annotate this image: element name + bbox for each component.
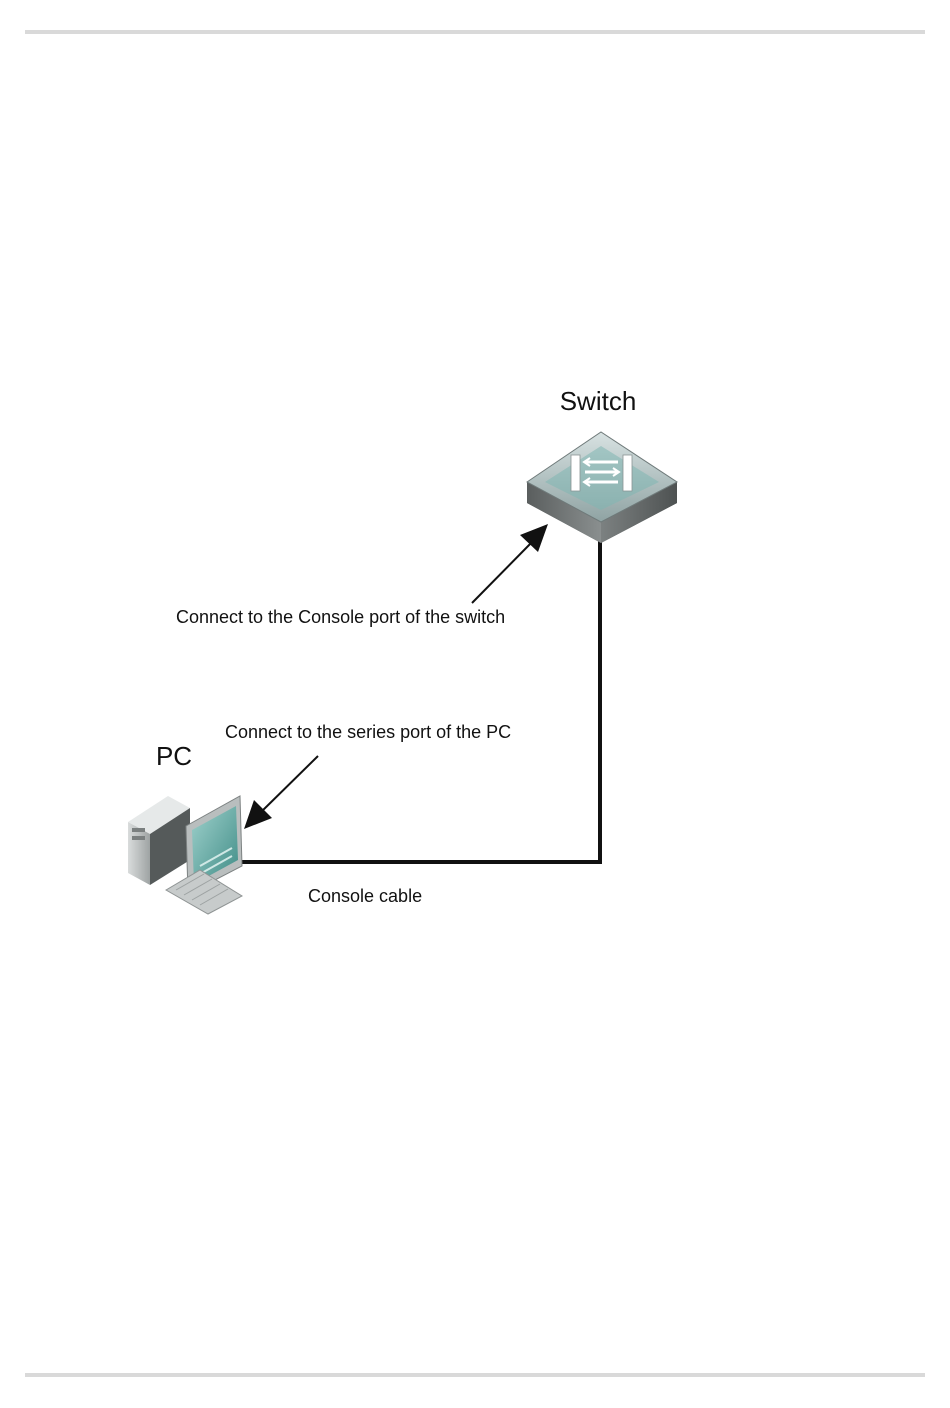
arrow-to-switch bbox=[472, 524, 548, 603]
switch-icon bbox=[527, 432, 677, 543]
arrow-to-pc bbox=[244, 756, 318, 829]
console-cable bbox=[242, 540, 600, 862]
switch-label: Switch bbox=[560, 386, 637, 416]
pc-icon bbox=[128, 796, 242, 914]
switch-port-annotation: Connect to the Console port of the switc… bbox=[176, 607, 505, 627]
cable-label: Console cable bbox=[308, 886, 422, 906]
pc-label: PC bbox=[156, 741, 192, 771]
pc-port-annotation: Connect to the series port of the PC bbox=[225, 722, 511, 742]
